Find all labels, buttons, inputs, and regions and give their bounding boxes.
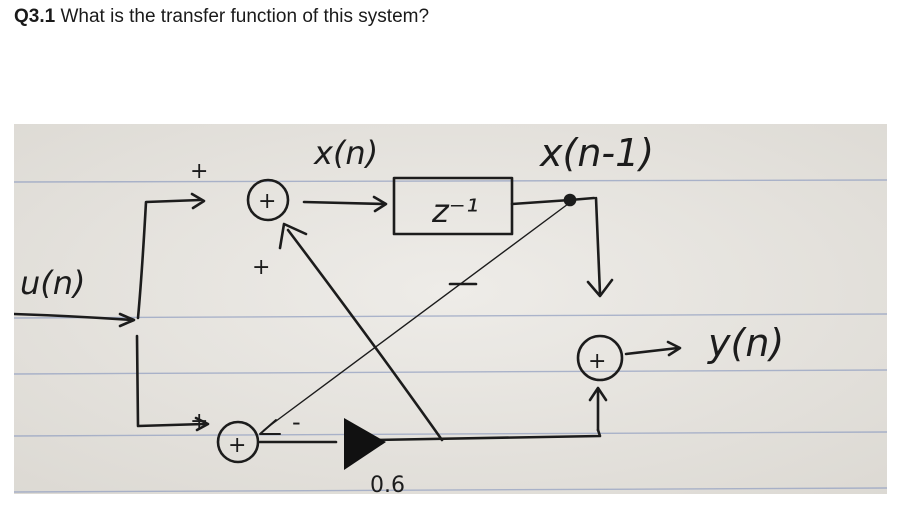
top-adder-feedback-sign: +: [252, 255, 270, 280]
block-diagram-photo: u(n) x(n) z⁻¹ x(n-1) y(n) 0.6 + + + + + …: [14, 124, 887, 494]
delayed-label: x(n-1): [539, 131, 654, 175]
delayed-down-line: [594, 196, 602, 296]
output-adder-sign: +: [588, 349, 606, 374]
input-label: u(n): [20, 264, 86, 302]
cross-feedback-arrowhead: [259, 419, 281, 435]
delay-block: [392, 176, 514, 236]
upper-feed-arrowhead: [190, 192, 206, 210]
bottom-adder-sign: +: [228, 433, 246, 458]
question-prompt: What is the transfer function of this sy…: [60, 6, 430, 27]
gain-triangle: [344, 418, 386, 470]
top-adder-sign: +: [258, 189, 276, 214]
gain-to-output-arrowhead: [588, 386, 608, 402]
feedback-diagonal-arrowhead: [278, 222, 308, 250]
adder-to-delay-line: [302, 200, 386, 206]
output-label: y(n): [707, 321, 784, 365]
top-adder-input-sign: +: [190, 159, 208, 184]
upper-feed-line: [136, 198, 202, 320]
adder-to-delay-arrowhead: [372, 195, 388, 213]
output-line: [624, 346, 680, 356]
input-line: [14, 312, 134, 322]
gain-label: 0.6: [370, 473, 405, 494]
question-text: Q3.1 What is the transfer function of th…: [14, 6, 429, 28]
ruled-lines: [14, 179, 887, 493]
bottom-adder-input-sign: +: [190, 409, 208, 434]
output-adder-circle: [576, 334, 624, 382]
lower-feed-line: [135, 334, 206, 428]
bottom-adder-circle: [216, 420, 260, 464]
gain-output-line: [372, 428, 602, 442]
x-label: x(n): [313, 134, 378, 172]
question-number: Q3.1: [14, 6, 56, 27]
delay-label: z⁻¹: [431, 192, 479, 230]
feedback-diagonal-line: [286, 228, 444, 442]
cross-feedback-line: [263, 203, 569, 431]
output-arrowhead: [666, 340, 682, 357]
top-adder-circle: [246, 178, 290, 222]
branch-node: [563, 193, 577, 207]
bottom-adder-feedback-sign: -: [292, 408, 301, 436]
delayed-down-arrowhead: [586, 278, 614, 298]
lower-feed-arrowhead: [194, 416, 210, 432]
input-arrowhead: [118, 312, 136, 328]
